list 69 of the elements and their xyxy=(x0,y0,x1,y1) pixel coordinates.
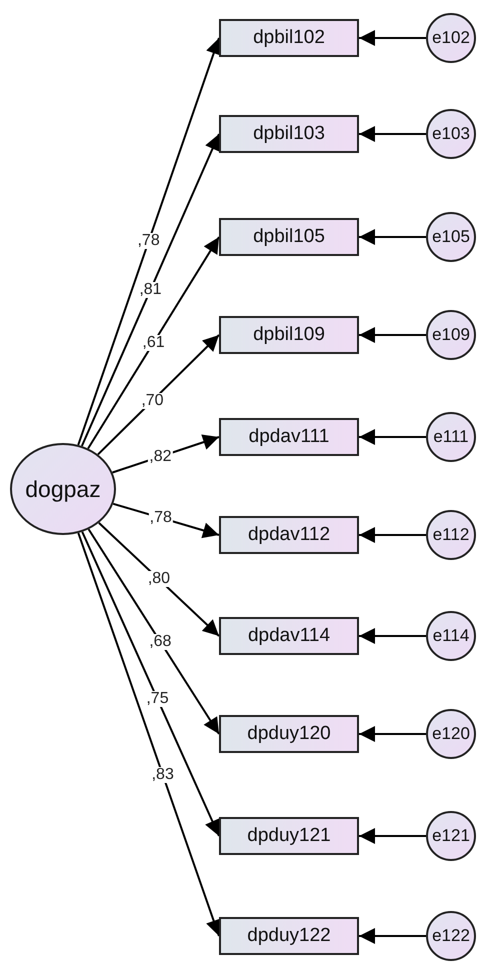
arrow xyxy=(359,429,426,445)
arrow xyxy=(81,531,220,836)
arrow xyxy=(359,628,426,644)
variable-name: dpbil102 xyxy=(253,27,325,49)
edge-label: ,70 xyxy=(140,392,165,409)
arrow xyxy=(359,327,426,343)
arrow xyxy=(97,334,220,456)
observed-variable-box xyxy=(219,115,359,153)
edge-label: ,83 xyxy=(150,766,175,783)
edge-label: ,82 xyxy=(148,448,173,465)
observed-variable-box xyxy=(219,316,359,354)
arrow xyxy=(359,726,426,742)
variable-name: dpbil109 xyxy=(253,324,325,346)
edge-label: ,78 xyxy=(148,510,173,526)
arrow xyxy=(77,38,222,446)
observed-variable-box xyxy=(219,418,359,456)
variable-name: e111 xyxy=(433,427,469,447)
edge-label: ,80 xyxy=(146,571,172,588)
error-term-circle xyxy=(426,611,476,661)
variable-name: e103 xyxy=(432,124,470,144)
variable-name: dpbil105 xyxy=(253,226,325,248)
edge-label: ,78 xyxy=(136,233,161,250)
variable-name: dpdav112 xyxy=(248,524,330,546)
error-term-circle xyxy=(426,510,476,560)
edge-label: ,81 xyxy=(138,282,163,298)
observed-variable-box xyxy=(219,617,359,655)
variable-name: e122 xyxy=(432,926,470,946)
observed-variable-box xyxy=(219,516,359,554)
observed-variable-box xyxy=(219,917,359,955)
variable-name: e114 xyxy=(432,626,470,646)
variable-name: dpbil103 xyxy=(253,123,325,145)
error-term-circle xyxy=(426,412,476,462)
edge-label: ,68 xyxy=(148,634,172,650)
variable-name: dpdav114 xyxy=(248,625,330,647)
observed-variable-box xyxy=(219,817,359,855)
variable-name: e121 xyxy=(432,826,470,846)
arrow xyxy=(359,126,426,142)
arrow xyxy=(88,528,220,735)
variable-name: e109 xyxy=(432,325,470,345)
arrow xyxy=(359,527,426,543)
arrow xyxy=(359,229,426,245)
error-term-circle xyxy=(426,811,476,861)
error-term-circle xyxy=(426,709,476,759)
variable-name: dpdav111 xyxy=(248,426,330,448)
variable-name: e102 xyxy=(432,28,470,48)
variable-name: e120 xyxy=(432,724,470,744)
variable-name: e105 xyxy=(432,227,470,247)
variable-name: dpduy121 xyxy=(247,825,331,847)
observed-variable-box xyxy=(219,218,359,256)
variable-name: dogpaz xyxy=(25,476,101,502)
variable-name: e112 xyxy=(432,525,470,545)
variable-name: dpduy120 xyxy=(247,723,331,745)
error-term-circle xyxy=(426,109,476,159)
arrow xyxy=(80,134,220,446)
arrow xyxy=(98,522,220,637)
arrow xyxy=(77,532,222,936)
observed-variable-box xyxy=(219,19,359,57)
arrow xyxy=(359,30,426,46)
edge-label: ,61 xyxy=(141,334,166,351)
arrow xyxy=(359,828,426,844)
edge-label: ,75 xyxy=(145,691,170,708)
arrow xyxy=(359,928,426,944)
observed-variable-box xyxy=(219,715,359,753)
error-term-circle xyxy=(426,310,476,360)
variable-name: dpduy122 xyxy=(247,925,331,947)
error-term-circle xyxy=(426,911,476,961)
error-term-circle xyxy=(426,13,476,63)
error-term-circle xyxy=(426,212,476,262)
arrow xyxy=(87,236,220,449)
